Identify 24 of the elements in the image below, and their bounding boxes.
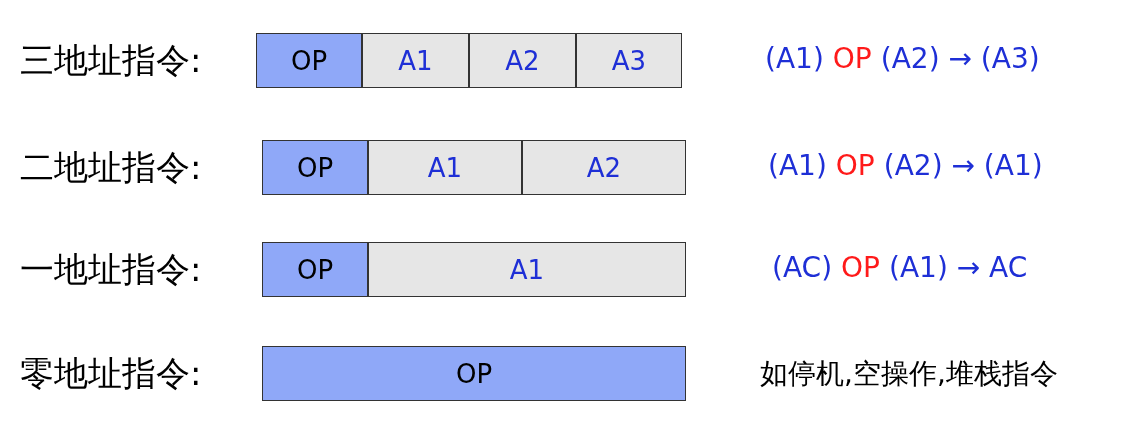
formula-term: (A1) — [768, 149, 827, 182]
formula-term: (A1) — [765, 42, 824, 75]
opcode-field: OP — [262, 242, 368, 297]
instruction-type-label: 三地址指令: — [20, 39, 202, 82]
formula-term: OP — [835, 149, 875, 182]
address-field: A1 — [368, 242, 686, 297]
address-field: A3 — [576, 33, 682, 88]
formula-term: (A1) → AC — [889, 251, 1028, 284]
instruction-type-label: 二地址指令: — [20, 146, 202, 189]
address-field: A2 — [469, 33, 576, 88]
formula-term: OP — [832, 42, 872, 75]
opcode-field: OP — [256, 33, 362, 88]
address-field: A1 — [362, 33, 469, 88]
opcode-field: OP — [262, 140, 368, 195]
formula-term: (A2) → (A3) — [880, 42, 1040, 75]
address-field: A2 — [522, 140, 686, 195]
instruction-type-label: 零地址指令: — [20, 352, 202, 395]
formula-term: (AC) — [772, 251, 833, 284]
formula-term: OP — [841, 251, 880, 284]
note-text: 如停机,空操作,堆栈指令 — [760, 356, 1058, 392]
opcode-field: OP — [262, 346, 686, 401]
address-field: A1 — [368, 140, 522, 195]
formula-term: (A2) → (A1) — [883, 149, 1043, 182]
instruction-type-label: 一地址指令: — [20, 248, 202, 291]
